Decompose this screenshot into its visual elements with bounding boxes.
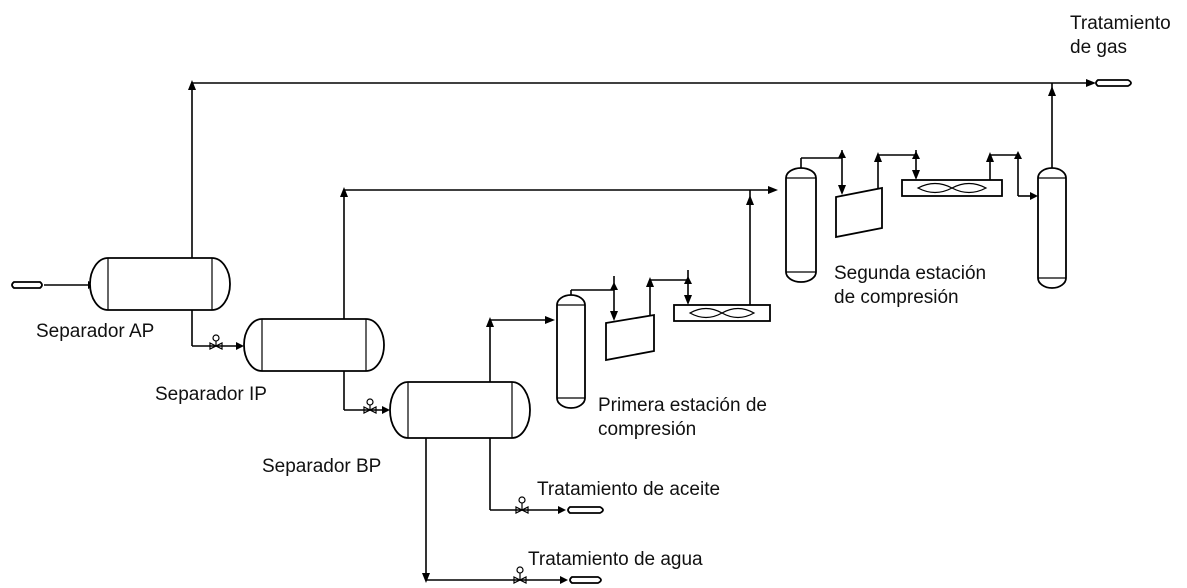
hp-gas-line: [188, 80, 1090, 258]
lp-gas-line: [486, 316, 555, 382]
second-station-discharge: [874, 150, 920, 188]
water-outlet-line: [422, 438, 602, 584]
feed-inlet-nozzle: [11, 281, 96, 289]
first-station-label: Primera estación de compresión: [598, 394, 767, 442]
first-station-scrubber: [556, 290, 586, 409]
separator-ip-vessel: [243, 318, 385, 372]
separator-lp-label: Separador BP: [262, 456, 382, 477]
oil-treatment-label: Tratamiento de aceite: [537, 479, 721, 500]
second-station-piping: [801, 150, 846, 195]
first-station-label-line1: Primera estación de: [598, 395, 767, 416]
ip-gas-line: [340, 186, 778, 319]
separator-ip-label: Separador IP: [155, 384, 267, 405]
gas-treatment-label-line1: Tratamiento: [1070, 13, 1171, 34]
final-scrubber: [1037, 167, 1067, 289]
gas-treatment-label-line2: de gas: [1070, 37, 1128, 58]
first-station-compressor: [605, 313, 655, 362]
first-station-discharge: [646, 270, 692, 315]
hp-to-ip-line: [191, 310, 244, 350]
first-station-piping: [571, 276, 618, 321]
separator-hp-label: Separador AP: [36, 321, 155, 342]
final-gas-line: [1048, 83, 1056, 168]
first-station-cooler: [673, 304, 771, 322]
separator-lp-vessel: [389, 381, 531, 439]
separator-hp-vessel: [89, 257, 231, 311]
oil-outlet-line: [489, 438, 604, 514]
water-treatment-label: Tratamiento de agua: [528, 549, 703, 570]
first-to-second-line: [746, 190, 754, 305]
gas-treatment-label: Tratamiento de gas: [1070, 12, 1171, 60]
first-station-label-line2: compresión: [598, 419, 697, 440]
second-station-label-line1: Segunda estación: [834, 263, 987, 284]
second-station-label: Segunda estación de compresión: [834, 262, 986, 310]
second-station-cooler: [901, 179, 1003, 197]
gas-treatment-nozzle: [1086, 79, 1132, 87]
second-station-scrubber: [785, 158, 817, 283]
second-station-compressor: [835, 186, 883, 239]
second-station-label-line2: de compresión: [834, 287, 959, 308]
second-station-to-final: [986, 151, 1038, 200]
ip-to-lp-line: [343, 371, 390, 414]
